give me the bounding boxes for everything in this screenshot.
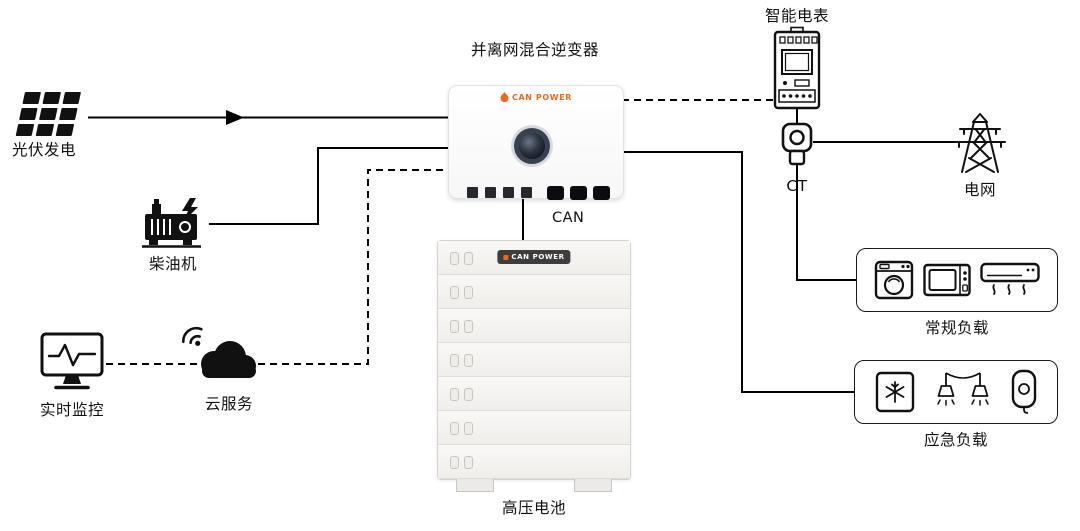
- module-handle: [450, 388, 459, 401]
- brand-dot-icon: [503, 254, 509, 260]
- pendant-lights-icon: [937, 372, 989, 406]
- module-handle: [450, 320, 459, 333]
- smart-meter-label: 智能电表: [764, 7, 829, 25]
- module-handle: [464, 422, 473, 435]
- line-meter-to-regular-loads: [796, 108, 856, 281]
- battery-foot: [456, 479, 494, 492]
- inverter-terminal: [521, 187, 532, 198]
- module-handle: [464, 456, 473, 469]
- power-grid-tower-icon: [950, 112, 1010, 178]
- hybrid-inverter: CAN POWER: [448, 85, 624, 200]
- inverter-terminal: [485, 187, 496, 198]
- battery-brand: CAN POWER: [497, 250, 571, 264]
- line-diesel-to-inverter: [209, 147, 448, 225]
- battery-cabinet: CAN POWER: [437, 240, 631, 492]
- line-inverter-to-emergency-loads: [622, 151, 854, 393]
- monitor-icon: [40, 332, 104, 396]
- smart-meter-icon: [771, 26, 823, 118]
- battery-module: [438, 343, 630, 377]
- inverter-connector: [593, 186, 610, 200]
- inverter-lens: [514, 128, 550, 164]
- module-handle: [450, 354, 459, 367]
- cloud-label: 云服务: [204, 395, 253, 413]
- module-handle: [464, 252, 473, 265]
- emergency-loads-label: 应急负载: [923, 431, 988, 449]
- cloud-icon: [178, 316, 268, 388]
- diesel-generator-icon: [138, 196, 208, 254]
- battery-module: [438, 411, 630, 445]
- ct-label: CT: [786, 177, 808, 195]
- freezer-icon: [875, 371, 915, 413]
- module-handle: [464, 286, 473, 299]
- module-handle: [450, 422, 459, 435]
- inverter-terminal: [467, 187, 478, 198]
- module-handle: [450, 456, 459, 469]
- battery-module: [438, 377, 630, 411]
- inverter-brand-text: CAN POWER: [511, 92, 573, 102]
- module-handle: [464, 354, 473, 367]
- can-bus-label: CAN: [552, 210, 585, 226]
- inverter-connector: [570, 186, 587, 200]
- diesel-label: 柴油机: [148, 255, 197, 273]
- line-cloud-to-inverter: [258, 169, 448, 365]
- inverter-terminal: [503, 187, 514, 198]
- module-handle: [464, 388, 473, 401]
- module-handle: [464, 320, 473, 333]
- water-heater-icon: [1011, 369, 1037, 414]
- monitor-label: 实时监控: [39, 401, 104, 419]
- battery-label: 高压电池: [501, 499, 566, 517]
- pv-flow-arrow-icon: [226, 110, 244, 125]
- battery-module: [438, 445, 630, 479]
- battery-brand-text: CAN POWER: [511, 253, 565, 261]
- module-handle: [450, 252, 459, 265]
- battery-foot: [574, 479, 612, 492]
- battery-module: [438, 309, 630, 343]
- battery-module: CAN POWER: [438, 241, 630, 275]
- module-handle: [450, 286, 459, 299]
- microwave-icon: [923, 263, 971, 297]
- battery-module: [438, 275, 630, 309]
- solar-panel-icon: [15, 92, 85, 142]
- inverter-title: 并离网混合逆变器: [470, 41, 599, 59]
- regular-loads-label: 常规负载: [924, 319, 989, 337]
- inverter-connector: [547, 186, 564, 200]
- grid-label: 电网: [963, 181, 996, 199]
- air-conditioner-icon: [980, 262, 1040, 295]
- ct-clamp-icon: [779, 122, 815, 176]
- brand-flame-icon: [500, 92, 509, 102]
- pv-label: 光伏发电: [12, 141, 77, 159]
- regular-loads-box: [856, 248, 1058, 312]
- emergency-loads-box: [854, 360, 1058, 424]
- washing-machine-icon: [874, 260, 914, 300]
- inverter-brand: CAN POWER: [449, 92, 623, 102]
